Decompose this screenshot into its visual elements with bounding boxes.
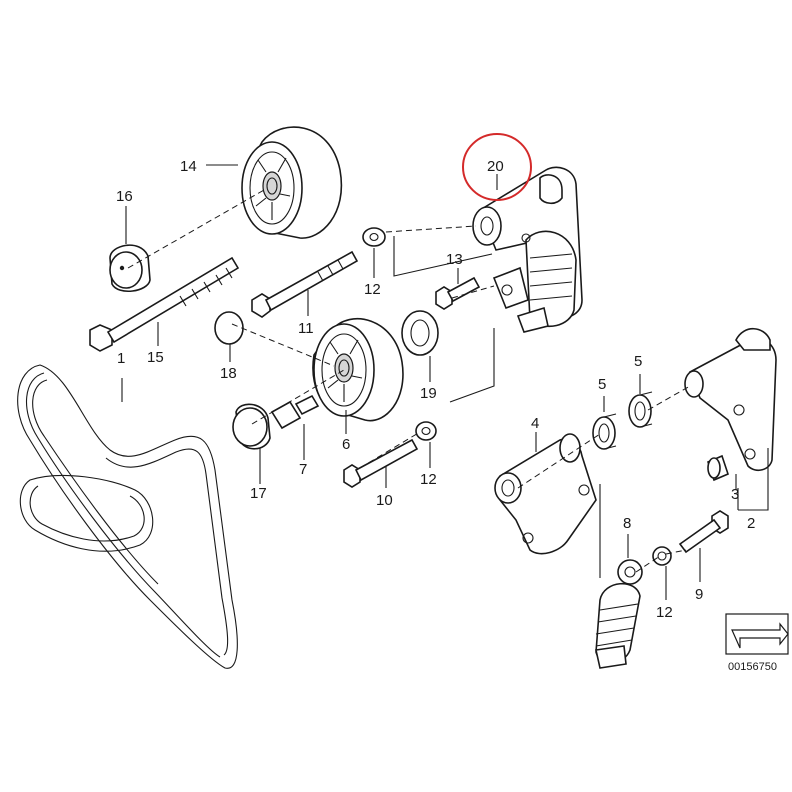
part-19-spacer-ring [401, 310, 439, 356]
part-12-washer-top [362, 227, 386, 247]
diagram-code: 00156750 [728, 661, 777, 673]
part-18-pulley-cap [214, 311, 244, 345]
part-12-washer-mid [415, 421, 437, 441]
callout-1: 1 [117, 350, 125, 367]
callout-13: 13 [446, 251, 463, 268]
part-16-pulley-cap [109, 244, 151, 292]
leader-lines [121, 164, 769, 600]
callout-20: 20 [487, 158, 504, 175]
arrow-icon [725, 613, 789, 655]
part-13-bolt [435, 276, 481, 310]
callout-17: 17 [250, 485, 267, 502]
part-2-tensioner-bracket [684, 327, 777, 472]
callout-5b: 5 [634, 353, 642, 370]
part-12-washer-low [652, 546, 672, 566]
callout-5a: 5 [598, 376, 606, 393]
callout-numbers: 1 2 3 4 5 5 6 7 8 9 10 11 12 12 12 13 14… [116, 158, 755, 621]
part-14-idler-pulley [241, 126, 343, 239]
callout-12b: 12 [420, 471, 437, 488]
part-15-long-bolt [89, 256, 240, 352]
part-6-idler-pulley [312, 317, 404, 422]
part-1-drive-belt [17, 364, 238, 669]
callout-9: 9 [695, 586, 703, 603]
callout-12a: 12 [364, 281, 381, 298]
callout-15: 15 [147, 349, 164, 366]
highlight-circle [462, 133, 532, 201]
part-9-bolt [678, 510, 729, 554]
callout-16: 16 [116, 188, 133, 205]
callout-6: 6 [342, 436, 350, 453]
callout-10: 10 [376, 492, 393, 509]
callout-3: 3 [731, 486, 739, 503]
part-5-needle-bearing-a [592, 413, 617, 450]
alignment-lines [127, 189, 691, 573]
callout-14: 14 [180, 158, 197, 175]
part-17-pulley-cap [232, 403, 271, 450]
part-10-bolt [343, 438, 419, 488]
callout-2: 2 [747, 515, 755, 532]
callout-12c: 12 [656, 604, 673, 621]
part-8-hydraulic-damper [595, 559, 643, 669]
part-7-collar-bolt [270, 394, 320, 430]
callout-4: 4 [531, 415, 539, 432]
part-4-tensioner-arm [494, 433, 597, 555]
callout-11: 11 [298, 320, 314, 337]
callout-8: 8 [623, 515, 631, 532]
part-3-bushing [707, 454, 729, 482]
part-20-belt-tensioner-assembly [472, 166, 583, 333]
part-11-bolt [251, 250, 359, 318]
callout-18: 18 [220, 365, 237, 382]
callout-7: 7 [299, 461, 307, 478]
part-5-needle-bearing-b [628, 391, 653, 428]
callout-19: 19 [420, 385, 437, 402]
